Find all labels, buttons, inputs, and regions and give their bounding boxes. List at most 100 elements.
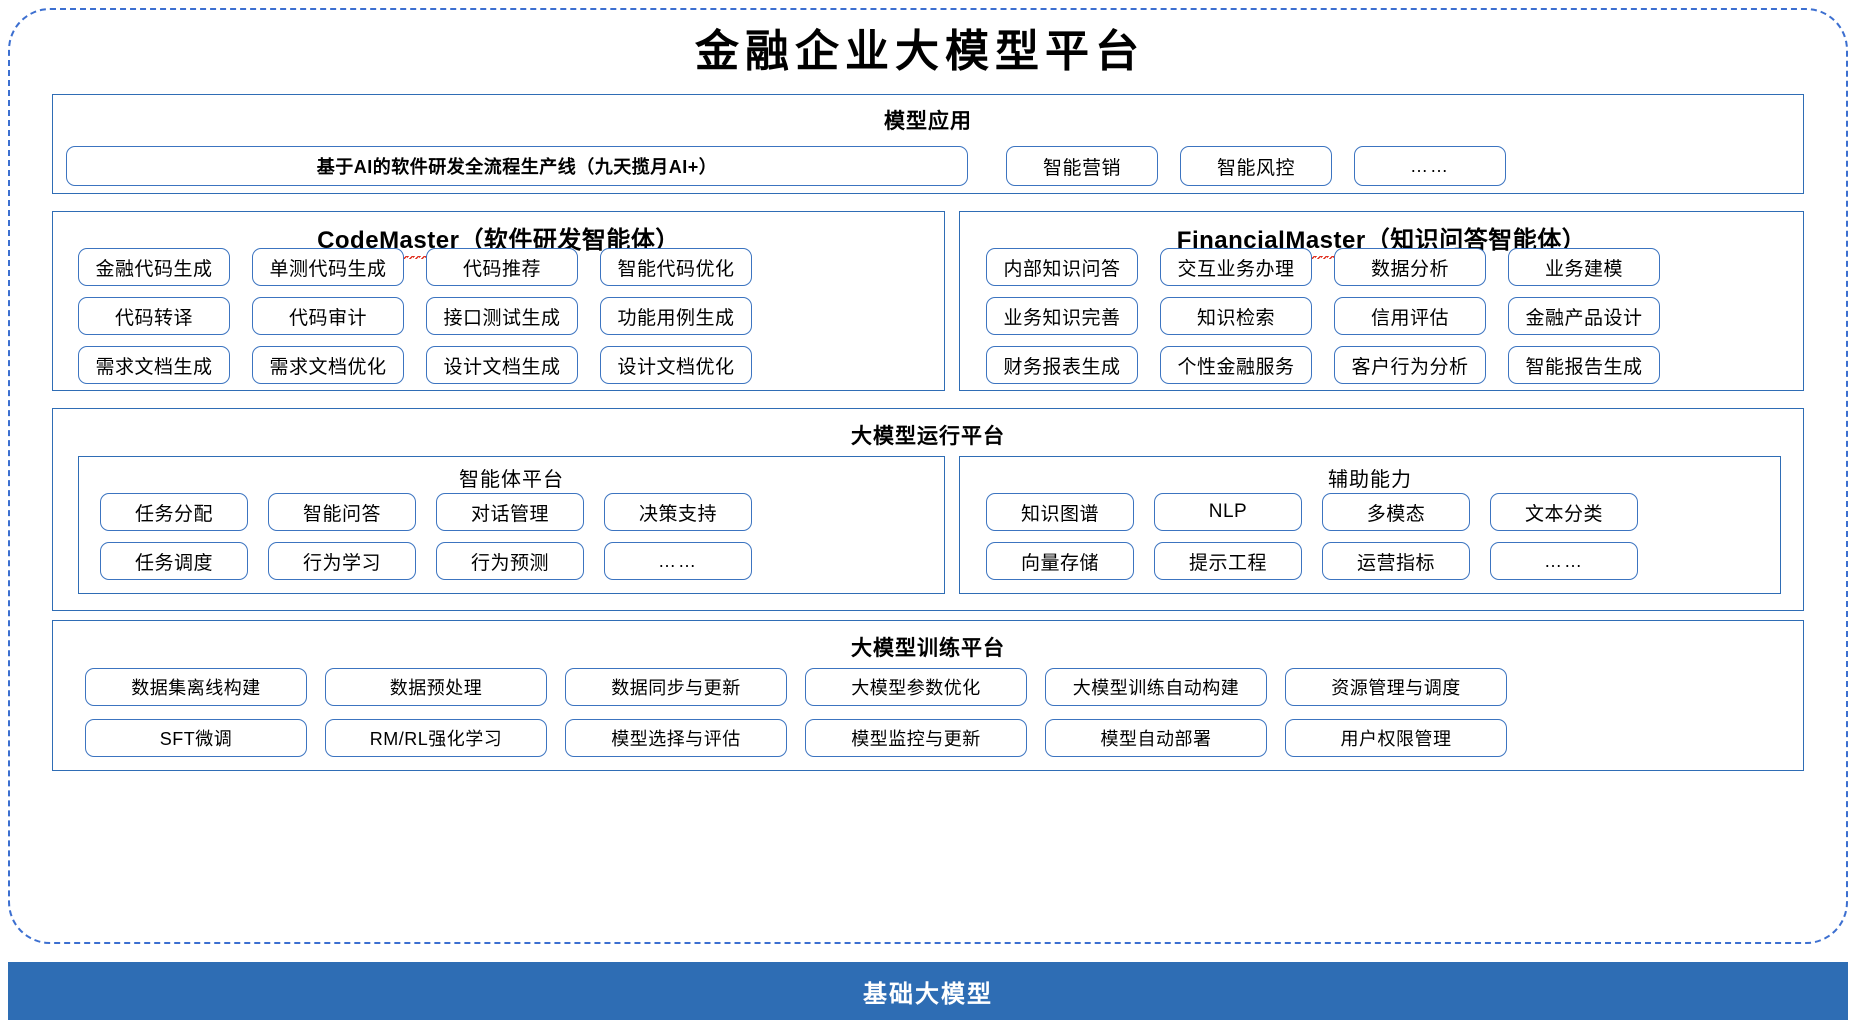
chip-label: 金融代码生成 <box>95 258 213 280</box>
chip-ac-vector-store[interactable]: 向量存储 <box>986 542 1134 580</box>
chip-fm-financial-report[interactable]: 财务报表生成 <box>986 346 1138 384</box>
chip-label: 数据预处理 <box>389 678 483 698</box>
chip-label: 智能问答 <box>302 503 381 525</box>
chip-app-smart-marketing[interactable]: 智能营销 <box>1006 146 1158 186</box>
chip-cm-code-recommend[interactable]: 代码推荐 <box>426 248 578 286</box>
chip-app-more[interactable]: …… <box>1354 146 1506 186</box>
chip-tp-user-permission[interactable]: 用户权限管理 <box>1285 719 1507 757</box>
chip-tp-resource-mgmt[interactable]: 资源管理与调度 <box>1285 668 1507 706</box>
chip-ap-task-allocation[interactable]: 任务分配 <box>100 493 248 531</box>
chip-label: 客户行为分析 <box>1351 356 1469 378</box>
chip-label: 业务建模 <box>1544 258 1623 280</box>
chip-ac-knowledge-graph[interactable]: 知识图谱 <box>986 493 1134 531</box>
chip-label: 行为预测 <box>470 552 549 574</box>
chip-fm-internal-kb-qa[interactable]: 内部知识问答 <box>986 248 1138 286</box>
chip-fm-smart-report-gen[interactable]: 智能报告生成 <box>1508 346 1660 384</box>
footer-foundation-model-bar: 基础大模型 <box>8 962 1848 1020</box>
chip-app-ai-pipeline[interactable]: 基于AI的软件研发全流程生产线（九天揽月AI+） <box>66 146 968 186</box>
chip-label: 交互业务办理 <box>1177 258 1295 280</box>
chip-ac-operation-metrics[interactable]: 运营指标 <box>1322 542 1470 580</box>
chip-ac-more[interactable]: …… <box>1490 542 1638 580</box>
chip-tp-model-monitor-update[interactable]: 模型监控与更新 <box>805 719 1027 757</box>
chip-label: 单测代码生成 <box>269 258 387 280</box>
chip-tp-model-param-opt[interactable]: 大模型参数优化 <box>805 668 1027 706</box>
subsection-agent-platform-title: 智能体平台 <box>459 469 564 491</box>
chip-ac-prompt-engineering[interactable]: 提示工程 <box>1154 542 1302 580</box>
chip-ap-more[interactable]: …… <box>604 542 752 580</box>
chip-fm-data-analysis[interactable]: 数据分析 <box>1334 248 1486 286</box>
chip-ap-task-scheduling[interactable]: 任务调度 <box>100 542 248 580</box>
chip-app-smart-risk-control[interactable]: 智能风控 <box>1180 146 1332 186</box>
chip-label: 功能用例生成 <box>617 307 735 329</box>
page-title: 金融企业大模型平台 <box>695 27 1145 76</box>
chip-fm-personal-service[interactable]: 个性金融服务 <box>1160 346 1312 384</box>
chip-tp-sft-finetune[interactable]: SFT微调 <box>85 719 307 757</box>
chip-ac-multimodal[interactable]: 多模态 <box>1322 493 1470 531</box>
chip-label: 文本分类 <box>1524 503 1603 525</box>
chip-label: 代码转译 <box>114 307 193 329</box>
chip-label: 对话管理 <box>470 503 549 525</box>
chip-label: …… <box>1544 550 1584 571</box>
chip-fm-biz-knowledge[interactable]: 业务知识完善 <box>986 297 1138 335</box>
chip-label: 模型选择与评估 <box>611 729 741 749</box>
chip-label: 模型自动部署 <box>1100 729 1212 749</box>
footer-label: 基础大模型 <box>863 980 993 1008</box>
chip-ac-nlp[interactable]: NLP <box>1154 493 1302 531</box>
chip-fm-biz-modeling[interactable]: 业务建模 <box>1508 248 1660 286</box>
chip-cm-api-test-gen[interactable]: 接口测试生成 <box>426 297 578 335</box>
subsection-auxiliary-capability-title: 辅助能力 <box>1328 469 1412 491</box>
chip-label: 设计文档生成 <box>443 356 561 378</box>
chip-tp-model-auto-deploy[interactable]: 模型自动部署 <box>1045 719 1267 757</box>
chip-cm-design-doc-opt[interactable]: 设计文档优化 <box>600 346 752 384</box>
chip-cm-unittest-gen[interactable]: 单测代码生成 <box>252 248 404 286</box>
chip-label: 代码推荐 <box>462 258 541 280</box>
chip-ap-behavior-prediction[interactable]: 行为预测 <box>436 542 584 580</box>
chip-label: 代码审计 <box>288 307 367 329</box>
chip-label: 任务分配 <box>134 503 213 525</box>
chip-ap-dialog-management[interactable]: 对话管理 <box>436 493 584 531</box>
chip-cm-feature-case-gen[interactable]: 功能用例生成 <box>600 297 752 335</box>
chip-ac-text-classification[interactable]: 文本分类 <box>1490 493 1638 531</box>
chip-label: 多模态 <box>1366 503 1426 525</box>
chip-label: RM/RL强化学习 <box>369 729 503 749</box>
chip-label: 用户权限管理 <box>1340 729 1452 749</box>
chip-label: 行为学习 <box>302 552 381 574</box>
chip-label: 任务调度 <box>134 552 213 574</box>
chip-label: 数据集离线构建 <box>131 678 261 698</box>
chip-cm-code-audit[interactable]: 代码审计 <box>252 297 404 335</box>
chip-fm-customer-behavior[interactable]: 客户行为分析 <box>1334 346 1486 384</box>
chip-tp-dataset-offline-build[interactable]: 数据集离线构建 <box>85 668 307 706</box>
chip-label: SFT微调 <box>159 729 233 749</box>
chip-fm-credit-assessment[interactable]: 信用评估 <box>1334 297 1486 335</box>
chip-label: 需求文档生成 <box>95 356 213 378</box>
chip-label: 运营指标 <box>1356 552 1435 574</box>
chip-tp-rm-rl[interactable]: RM/RL强化学习 <box>325 719 547 757</box>
chip-ap-decision-support[interactable]: 决策支持 <box>604 493 752 531</box>
chip-cm-req-doc-opt[interactable]: 需求文档优化 <box>252 346 404 384</box>
chip-label: 智能代码优化 <box>617 258 735 280</box>
chip-label: 个性金融服务 <box>1177 356 1295 378</box>
chip-tp-data-sync-update[interactable]: 数据同步与更新 <box>565 668 787 706</box>
section-training-platform-title: 大模型训练平台 <box>851 637 1005 660</box>
chip-label: 业务知识完善 <box>1003 307 1121 329</box>
chip-cm-design-doc-gen[interactable]: 设计文档生成 <box>426 346 578 384</box>
chip-label: 资源管理与调度 <box>1331 678 1461 698</box>
chip-tp-model-select-eval[interactable]: 模型选择与评估 <box>565 719 787 757</box>
chip-fm-knowledge-retrieval[interactable]: 知识检索 <box>1160 297 1312 335</box>
chip-tp-data-preprocess[interactable]: 数据预处理 <box>325 668 547 706</box>
chip-ap-smart-qa[interactable]: 智能问答 <box>268 493 416 531</box>
chip-cm-smart-code-opt[interactable]: 智能代码优化 <box>600 248 752 286</box>
chip-fm-product-design[interactable]: 金融产品设计 <box>1508 297 1660 335</box>
chip-cm-code-transpile[interactable]: 代码转译 <box>78 297 230 335</box>
chip-label: 大模型参数优化 <box>851 678 981 698</box>
chip-cm-req-doc-gen[interactable]: 需求文档生成 <box>78 346 230 384</box>
chip-ap-behavior-learning[interactable]: 行为学习 <box>268 542 416 580</box>
chip-label: 内部知识问答 <box>1003 258 1121 280</box>
chip-cm-fin-code-gen[interactable]: 金融代码生成 <box>78 248 230 286</box>
chip-fm-interactive-biz[interactable]: 交互业务办理 <box>1160 248 1312 286</box>
chip-label: 接口测试生成 <box>443 307 561 329</box>
chip-label: 决策支持 <box>638 503 717 525</box>
section-runtime-platform-title: 大模型运行平台 <box>851 425 1005 448</box>
chip-tp-training-auto-build[interactable]: 大模型训练自动构建 <box>1045 668 1267 706</box>
